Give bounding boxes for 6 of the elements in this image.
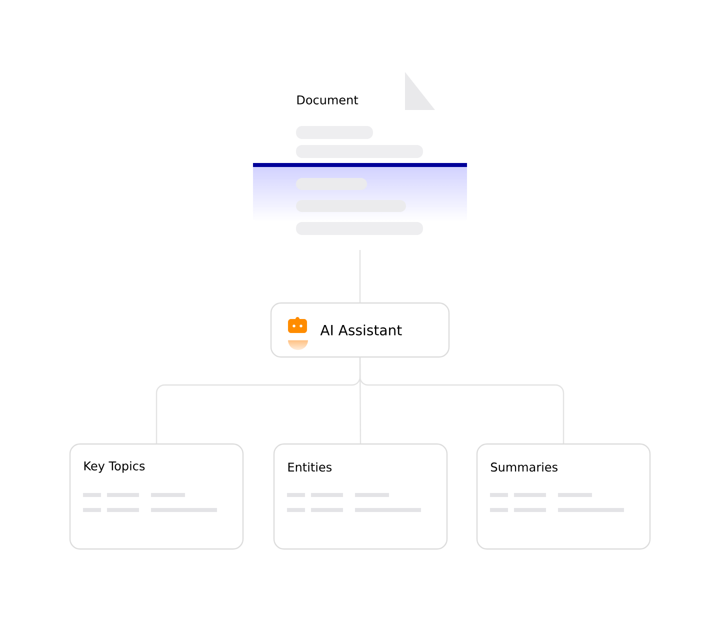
assistant-box: AI Assistant [270, 302, 450, 358]
node-label: Document [297, 96, 358, 104]
category-card: Summaries [476, 443, 651, 550]
category-card: Entities [273, 443, 448, 550]
document-sheet: Document [253, 72, 467, 250]
category-card: Key Topics [69, 443, 244, 550]
